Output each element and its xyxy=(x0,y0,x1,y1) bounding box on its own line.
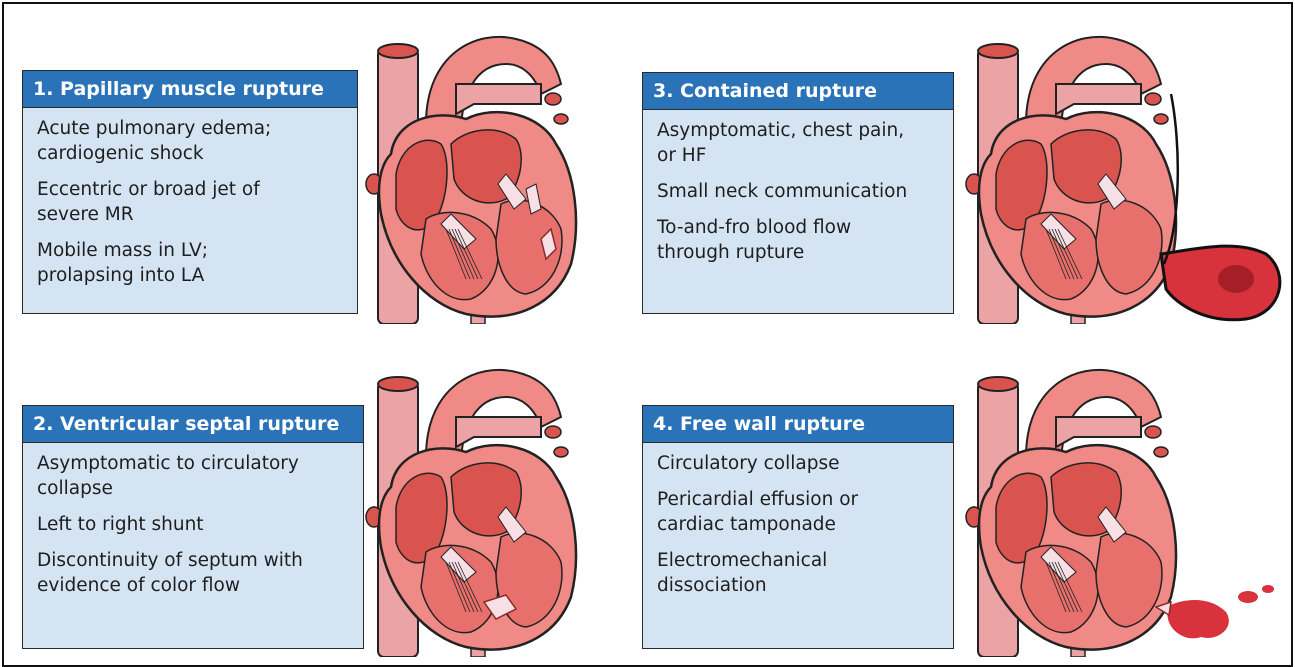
panel-papillary-muscle-rupture: 1. Papillary muscle rupture Acute pulmon… xyxy=(4,4,644,334)
finding-item: Discontinuity of septum with evidence of… xyxy=(37,548,353,598)
finding-item: Asymptomatic, chest pain, or HF xyxy=(657,118,943,168)
finding-item: Pericardial effusion or cardiac tamponad… xyxy=(657,487,943,537)
panel-free-wall-rupture: 4. Free wall rupture Circulatory collaps… xyxy=(638,337,1291,667)
finding-item: Mobile mass in LV; prolapsing into LA xyxy=(37,238,347,288)
finding-item: Circulatory collapse xyxy=(657,451,943,476)
finding-item: Asymptomatic to circulatory collapse xyxy=(37,451,353,501)
finding-item: To-and-fro blood flow through rupture xyxy=(657,215,943,265)
panel-title: 4. Free wall rupture xyxy=(643,406,953,443)
heart-illustration-icon xyxy=(956,357,1291,657)
panel-title: 1. Papillary muscle rupture xyxy=(23,71,357,108)
panel-ventricular-septal-rupture: 2. Ventricular septal rupture Asymptomat… xyxy=(4,337,644,667)
heart-illustration-icon xyxy=(356,357,646,657)
info-box: 3. Contained rupture Asymptomatic, chest… xyxy=(642,72,954,314)
finding-item: Acute pulmonary edema; cardiogenic shock xyxy=(37,116,347,166)
heart-illustration-icon xyxy=(956,24,1291,324)
panel-title: 2. Ventricular septal rupture xyxy=(23,406,363,443)
finding-item: Left to right shunt xyxy=(37,512,353,537)
info-box: 4. Free wall rupture Circulatory collaps… xyxy=(642,405,954,649)
panel-contained-rupture: 3. Contained rupture Asymptomatic, chest… xyxy=(638,4,1291,334)
finding-item: Electromechanical dissociation xyxy=(657,548,943,598)
heart-illustration-icon xyxy=(356,24,646,324)
panel-title: 3. Contained rupture xyxy=(643,73,953,110)
finding-item: Small neck communication xyxy=(657,179,943,204)
finding-item: Eccentric or broad jet of severe MR xyxy=(37,177,347,227)
info-box: 1. Papillary muscle rupture Acute pulmon… xyxy=(22,70,358,314)
info-box: 2. Ventricular septal rupture Asymptomat… xyxy=(22,405,364,649)
